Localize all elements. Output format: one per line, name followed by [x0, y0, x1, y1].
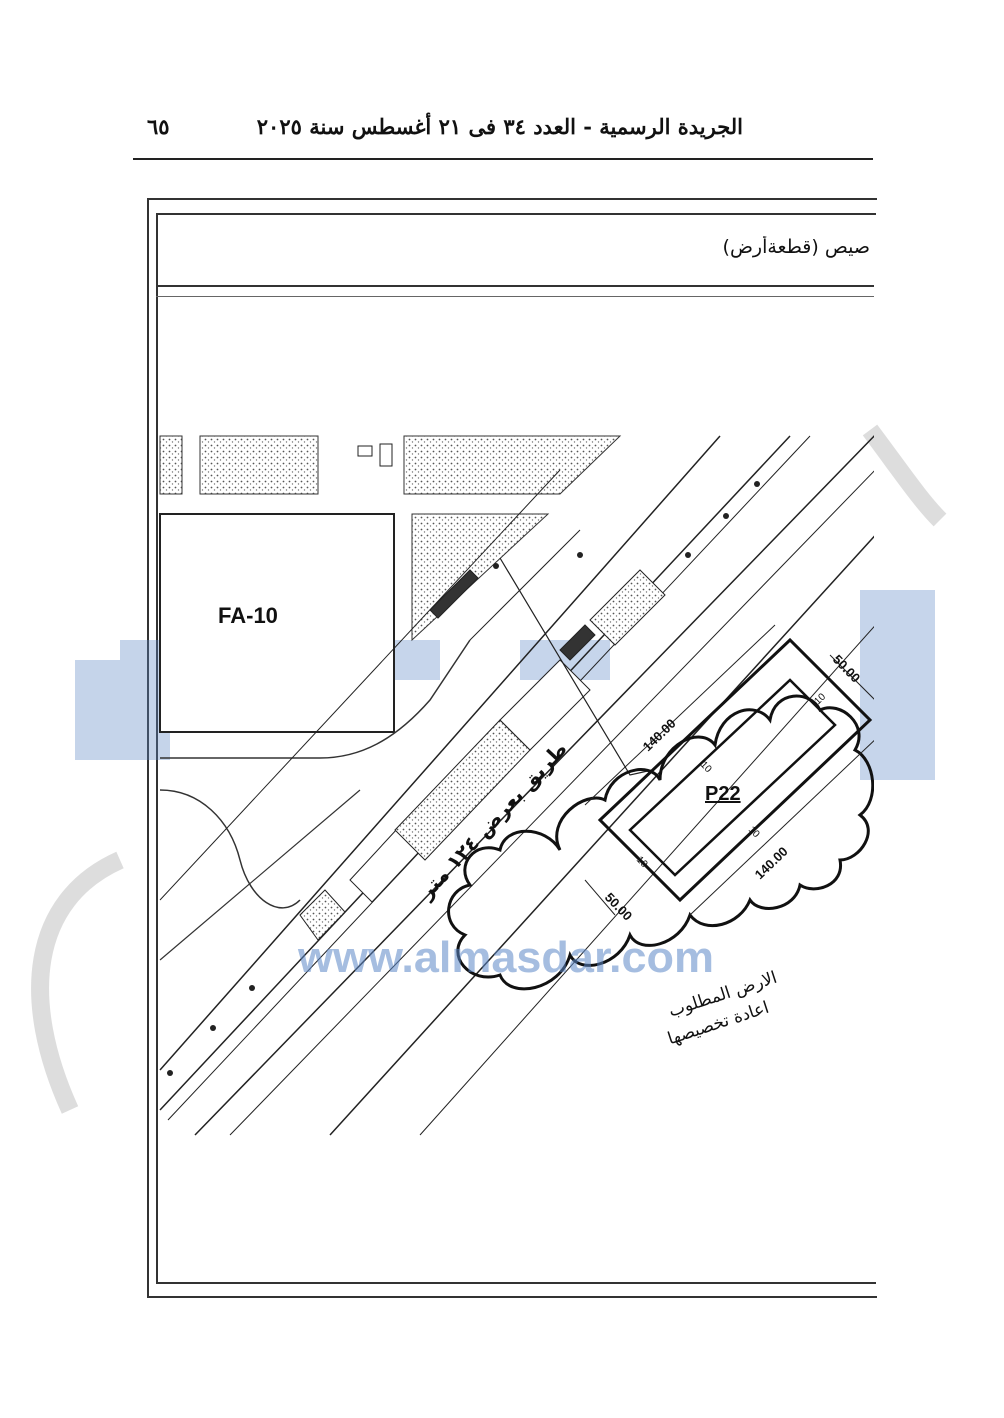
dim-setback-top: 10 [698, 759, 714, 775]
gazette-header-title: الجريدة الرسمية - العدد ٣٤ فى ٢١ أغسطس س… [256, 114, 743, 139]
drawing-frame-outer [147, 198, 877, 1298]
map-caption: صيص (قطعةأرض) [722, 236, 870, 258]
plot-p22-outline [597, 637, 873, 903]
caption-divider-thin [156, 296, 874, 297]
watermark-url: www.almasdar.com [297, 933, 714, 982]
plot-p22-label: P22 [705, 783, 741, 805]
stippled-block-3 [403, 435, 622, 495]
stippled-block-2 [199, 435, 319, 495]
dim-short-right: 50.00 [830, 652, 863, 686]
building-small-1 [357, 445, 373, 457]
building-small-2 [379, 443, 393, 467]
stippled-block-1 [159, 435, 183, 495]
caption-divider [156, 285, 874, 287]
page-header: الجريدة الرسمية - العدد ٣٤ فى ٢١ أغسطس س… [133, 108, 873, 160]
plot-fa10-label: FA-10 [218, 603, 278, 628]
dimension-lines [584, 624, 874, 916]
revision-cloud [447, 694, 874, 991]
main-road-lines [159, 435, 874, 1136]
plot-fa10-outline [159, 513, 395, 733]
dim-short-left: 50.00 [602, 890, 635, 924]
dim-long-bottom: 140.00 [752, 844, 791, 882]
road-structures [299, 569, 666, 941]
road-curve-1 [160, 639, 471, 759]
drawing-frame-inner [156, 213, 876, 1284]
road-curve-3 [159, 789, 361, 961]
stippled-triangle [411, 513, 550, 642]
road-poles [167, 481, 760, 1076]
plot-p22-setback [628, 678, 837, 877]
leader-line [499, 557, 653, 776]
page-number: ٦٥ [147, 114, 170, 139]
road-curve-2 [159, 789, 301, 909]
watermark-swoosh [31, 424, 947, 1114]
